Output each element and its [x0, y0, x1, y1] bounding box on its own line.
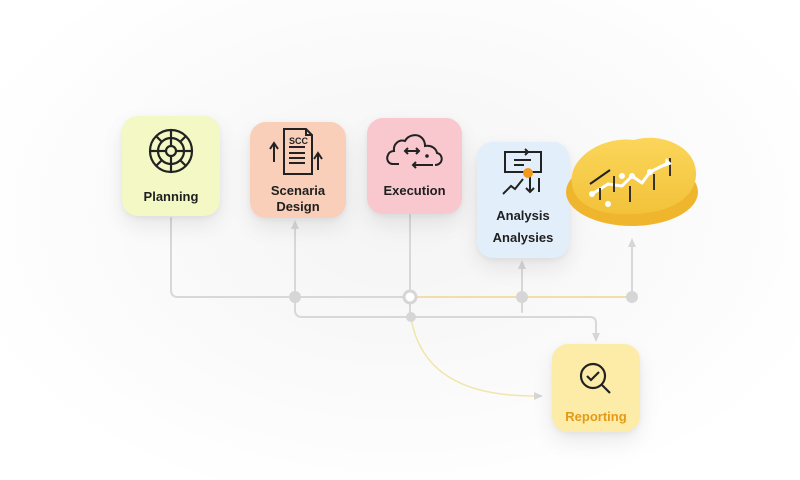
growth-chart-icon [589, 158, 672, 207]
radar-target-icon [146, 126, 196, 181]
label-line: Design [276, 199, 320, 214]
document-icon: SCC [266, 126, 330, 183]
svg-text:SCC: SCC [289, 136, 309, 146]
cloud-sync-icon [385, 130, 445, 177]
label-line: Analysis [496, 208, 550, 223]
node-label: Execution [383, 183, 446, 198]
search-check-icon [576, 360, 616, 403]
node-label: Planning [143, 189, 199, 204]
label-line: Scenaria [270, 183, 326, 198]
node-planning[interactable]: Planning [122, 116, 220, 216]
node-metrics-coin[interactable] [562, 128, 702, 239]
node-execution[interactable]: Execution [367, 118, 462, 214]
node-label: Scenaria Design [271, 183, 325, 215]
node-label: Analysis Analysies [493, 205, 554, 249]
node-reporting[interactable]: Reporting [552, 344, 640, 432]
node-label: Reporting [565, 409, 627, 424]
analysis-chart-icon [497, 146, 549, 205]
node-analysis[interactable]: Analysis Analysies [477, 142, 569, 258]
node-scenario-design[interactable]: SCC Scenaria Design [250, 122, 346, 218]
label-line: Analysies [492, 230, 554, 245]
